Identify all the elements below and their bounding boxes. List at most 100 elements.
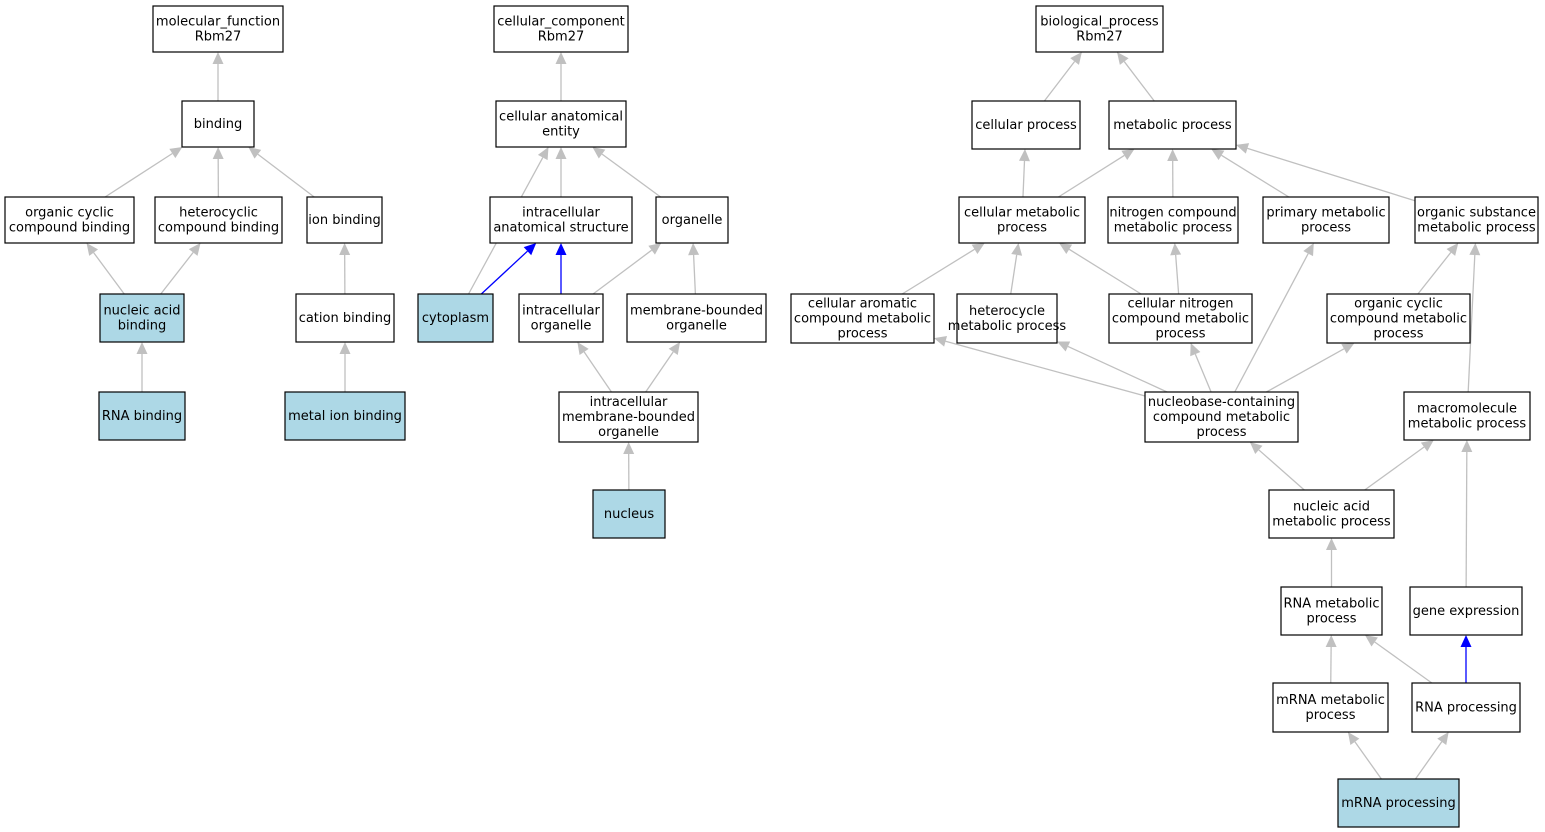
node-label-line: nucleic acid: [103, 304, 180, 319]
node-label-line: nucleobase-containing: [1148, 395, 1295, 410]
edge-cncmp-to-cmp: [1059, 243, 1142, 295]
node-label-line: nitrogen compound: [1109, 206, 1236, 221]
edge-line: [104, 152, 173, 198]
edge-line: [1414, 741, 1443, 780]
node-box: [1411, 682, 1521, 733]
edge-line: [1123, 61, 1155, 102]
arrowhead-icon: [1446, 243, 1459, 256]
edge-mp-to-bp: [1116, 52, 1155, 102]
node-label-line: organelle: [666, 319, 727, 334]
node-label-line: gene expression: [1413, 604, 1520, 619]
node-box: [152, 5, 284, 53]
node-label-line: cellular anatomical: [499, 110, 623, 125]
arrowhead-icon: [592, 147, 606, 159]
node-box: [1272, 682, 1389, 733]
node-box: [1035, 5, 1164, 53]
node-label-line: process: [997, 221, 1047, 236]
node-box: [4, 196, 135, 244]
node-label-line: biological_process: [1040, 15, 1159, 30]
node-box: [956, 293, 1058, 344]
arrowhead-icon: [1011, 243, 1023, 256]
node-label-line: compound metabolic: [1153, 410, 1290, 425]
edge-ias-to-cae: [555, 147, 567, 197]
node-label-line: Rbm27: [195, 30, 242, 45]
go-term-node-org[interactable]: organelle: [655, 196, 729, 244]
go-term-node-ionb[interactable]: ion binding: [306, 196, 383, 244]
arrowhead-icon: [1469, 243, 1481, 256]
go-term-node-binding[interactable]: binding: [181, 100, 255, 148]
node-box: [1268, 489, 1395, 539]
edge-mbo-to-org: [688, 243, 700, 295]
arrowhead-icon: [1341, 343, 1355, 354]
go-term-node-ge[interactable]: gene expression: [1409, 586, 1523, 636]
edge-nbccmp-to-cacmp: [934, 335, 1146, 397]
go-term-node-rnab[interactable]: RNA binding: [98, 391, 186, 441]
go-term-node-mp[interactable]: metabolic process: [1108, 100, 1237, 150]
go-term-node-catb[interactable]: cation binding: [295, 293, 395, 343]
edge-imbo-to-mbo: [645, 342, 681, 393]
edge-line: [945, 340, 1146, 397]
node-label-line: process: [1306, 708, 1356, 723]
node-label-line: compound metabolic: [1330, 312, 1467, 327]
edge-cmp-to-mp: [1058, 149, 1135, 198]
node-label-line: process: [1301, 221, 1351, 236]
node-label-line: organelle: [531, 319, 592, 334]
go-term-node-mrnap[interactable]: mRNA processing: [1337, 778, 1460, 828]
node-label-line: metabolic process: [948, 319, 1067, 334]
node-label-line: cellular process: [975, 118, 1077, 133]
edge-mib-to-catb: [339, 342, 351, 392]
go-term-node-rnap[interactable]: RNA processing: [1411, 682, 1521, 733]
arrowhead-icon: [1437, 732, 1449, 745]
edge-line: [1067, 345, 1168, 393]
arrowhead-icon: [1325, 635, 1337, 648]
node-label-line: Rbm27: [1076, 30, 1123, 45]
edge-ocb-to-binding: [104, 147, 183, 198]
node-label-line: metabolic process: [1417, 221, 1536, 236]
edge-hmp-to-cmp: [1010, 243, 1023, 295]
edge-line: [1247, 147, 1416, 202]
go-term-node-nuc[interactable]: nucleus: [592, 489, 666, 539]
edge-ncmp-to-mp: [1167, 149, 1179, 198]
edge-catb-to-ionb: [339, 243, 351, 295]
node-box: [98, 391, 186, 441]
node-label-line: mRNA processing: [1341, 796, 1456, 811]
edge-iorg-to-org: [592, 243, 662, 295]
go-term-node-cyto[interactable]: cytoplasm: [417, 293, 494, 343]
node-box: [489, 196, 633, 244]
node-label-line: metabolic process: [1408, 417, 1527, 432]
go-term-node-cp[interactable]: cellular process: [971, 100, 1081, 150]
node-label-line: cellular aromatic: [808, 297, 917, 312]
node-box: [1280, 586, 1383, 636]
arrowhead-icon: [339, 342, 351, 354]
node-label-line: compound binding: [9, 221, 130, 236]
arrowhead-icon: [1018, 149, 1030, 162]
go-term-node-mib[interactable]: metal ion binding: [284, 391, 406, 441]
arrowhead-icon: [1347, 732, 1360, 745]
edge-nbccmp-to-occmp: [1266, 343, 1355, 393]
